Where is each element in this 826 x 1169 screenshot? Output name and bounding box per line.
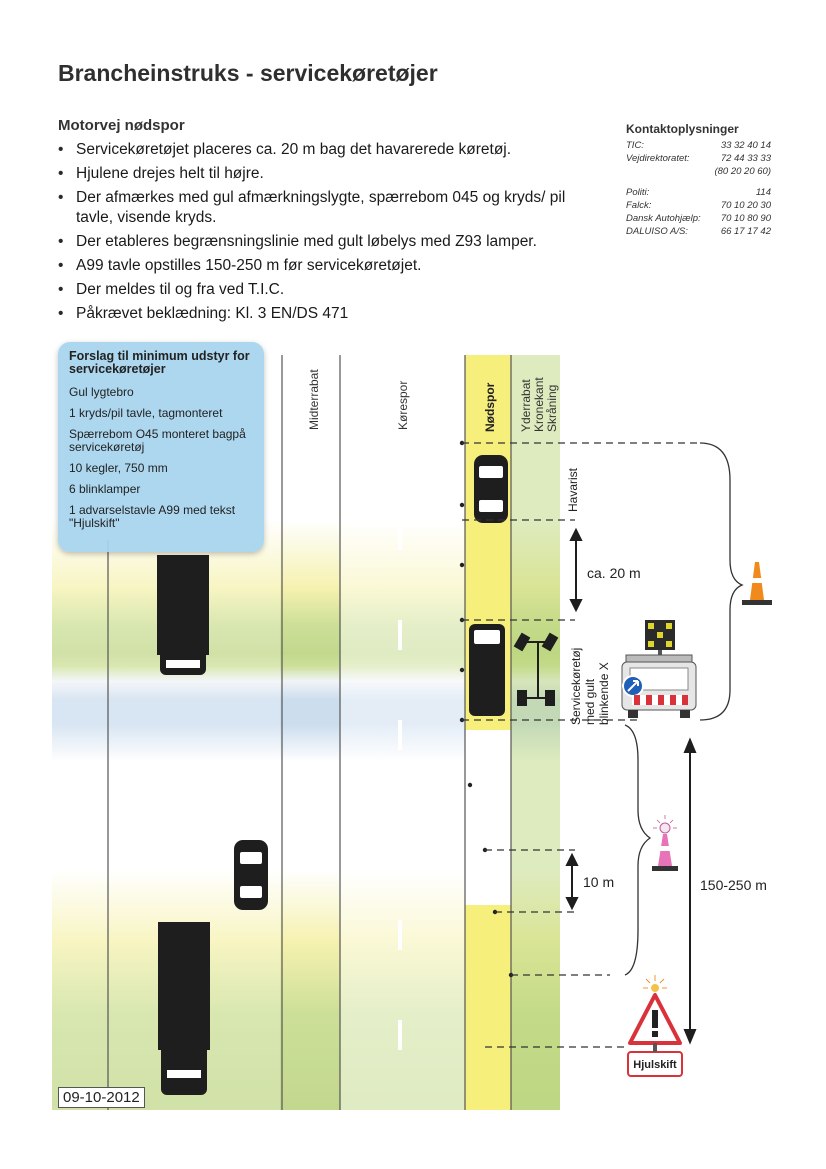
instruction-item: Der etableres begrænsningslinie med gult… bbox=[58, 232, 578, 252]
contact-number: 33 32 40 14 bbox=[720, 140, 771, 151]
equipment-item: Gul lygtebro bbox=[69, 385, 134, 399]
contact-name: Politi: bbox=[626, 187, 650, 198]
contact-number: 114 bbox=[755, 187, 771, 198]
cone-with-lamp-icon bbox=[652, 815, 678, 871]
service-vehicle-label: blinkende X bbox=[597, 662, 611, 725]
section-heading: Motorvej nødspor bbox=[58, 117, 185, 134]
verge-label: Skråning bbox=[545, 385, 559, 432]
contact-number: 72 44 33 33 bbox=[720, 153, 771, 164]
carriageway-label: Kørespor bbox=[396, 381, 410, 430]
contact-row: Vejdirektoratet: 72 44 33 33 bbox=[626, 152, 771, 165]
contact-title: Kontaktoplysninger bbox=[626, 122, 739, 136]
brace bbox=[624, 724, 652, 976]
contact-number: 70 10 20 30 bbox=[720, 200, 771, 211]
instruction-list: Servicekøretøjet placeres ca. 20 m bag d… bbox=[58, 140, 578, 328]
equipment-item: 10 kegler, 750 mm bbox=[69, 461, 168, 475]
instruction-item: Der meldes til og fra ved T.I.C. bbox=[58, 280, 578, 300]
median-label: Midterrabat bbox=[307, 369, 321, 430]
instruction-item: A99 tavle opstilles 150-250 m før servic… bbox=[58, 256, 578, 276]
equipment-box: Forslag til minimum udstyr for servicekø… bbox=[58, 342, 264, 552]
contact-info: Kontaktoplysninger TIC: 33 32 40 14 Vejdi… bbox=[626, 122, 771, 238]
service-vehicle-label: Servicekøretøj bbox=[569, 648, 583, 725]
equipment-item: Spærrebom O45 monteret bagpå servicekøre… bbox=[69, 427, 246, 454]
contact-row: (80 20 20 60) bbox=[626, 165, 771, 178]
date-label: 09-10-2012 bbox=[58, 1087, 145, 1108]
equipment-title: Forslag til minimum udstyr for servicekø… bbox=[69, 349, 250, 376]
sign-text: Hjulskift bbox=[633, 1059, 677, 1071]
dimension-arrows bbox=[565, 527, 697, 1045]
contact-name: Dansk Autohjælp: bbox=[626, 213, 701, 224]
instruction-item: Servicekøretøjet placeres ca. 20 m bag d… bbox=[58, 140, 578, 160]
emergency-lane-gap bbox=[465, 730, 511, 905]
contact-row: TIC: 33 32 40 14 bbox=[626, 139, 771, 152]
service-vehicle-icon bbox=[469, 624, 505, 716]
verge-label: Yderrabat bbox=[519, 379, 533, 432]
brace bbox=[699, 442, 744, 721]
distance-sign-label: 150-250 m bbox=[700, 877, 767, 893]
contact-number: 70 10 80 90 bbox=[720, 213, 771, 224]
traffic-cone-icon bbox=[742, 562, 772, 605]
contact-name: DALUISO A/S: bbox=[626, 226, 688, 237]
car-icon bbox=[234, 840, 268, 910]
service-vehicle-rear-icon bbox=[621, 620, 697, 718]
verge bbox=[511, 355, 560, 1110]
verge-label: Kronekant bbox=[532, 377, 546, 432]
contact-row: DALUISO A/S: 66 17 17 42 bbox=[626, 225, 771, 238]
equipment-item: 1 advarselstavle A99 med tekst "Hjulskif… bbox=[69, 503, 236, 530]
lane-lines bbox=[107, 355, 512, 1110]
contact-row: Falck: 70 10 20 30 bbox=[626, 199, 771, 212]
instruction-item: Påkrævet beklædning: Kl. 3 EN/DS 471 bbox=[58, 304, 578, 324]
contact-number: (80 20 20 60) bbox=[714, 166, 771, 177]
truck-icon bbox=[157, 555, 209, 675]
median-strip bbox=[280, 355, 340, 1110]
equipment-item: 6 blinklamper bbox=[69, 482, 141, 496]
contact-name: TIC: bbox=[626, 140, 644, 151]
contact-number: 66 17 17 42 bbox=[720, 226, 771, 237]
truck-icon bbox=[158, 922, 210, 1095]
contact-name: Vejdirektoratet: bbox=[626, 153, 690, 164]
contact-row: Politi: 114 bbox=[626, 186, 771, 199]
distance-10m-label: 10 m bbox=[583, 874, 614, 890]
instruction-item: Der afmærkes med gul afmærkningslygte, s… bbox=[58, 188, 578, 228]
service-vehicle-label: med gult bbox=[583, 678, 597, 725]
emergency-lane-label: Nødspor bbox=[483, 382, 497, 432]
equipment-item: 1 kryds/pil tavle, tagmonteret bbox=[69, 406, 223, 420]
broken-down-car-icon bbox=[474, 455, 508, 523]
carriageway bbox=[340, 355, 465, 1110]
warning-sign-icon: Hjulskift bbox=[627, 975, 683, 1077]
instruction-item: Hjulene drejes helt til højre. bbox=[58, 164, 578, 184]
distance-20m-label: ca. 20 m bbox=[587, 565, 641, 581]
broken-down-label: Havarist bbox=[566, 467, 580, 512]
equipment-list: Gul lygtebro 1 kryds/pil tavle, tagmonte… bbox=[69, 386, 259, 538]
dashed-guides bbox=[462, 442, 700, 1048]
wheel-diagram-icon bbox=[513, 632, 559, 706]
contact-row: Dansk Autohjælp: 70 10 80 90 bbox=[626, 212, 771, 225]
contact-name: Falck: bbox=[626, 200, 652, 211]
document-title: Brancheinstruks - servicekøretøjer bbox=[58, 60, 438, 86]
